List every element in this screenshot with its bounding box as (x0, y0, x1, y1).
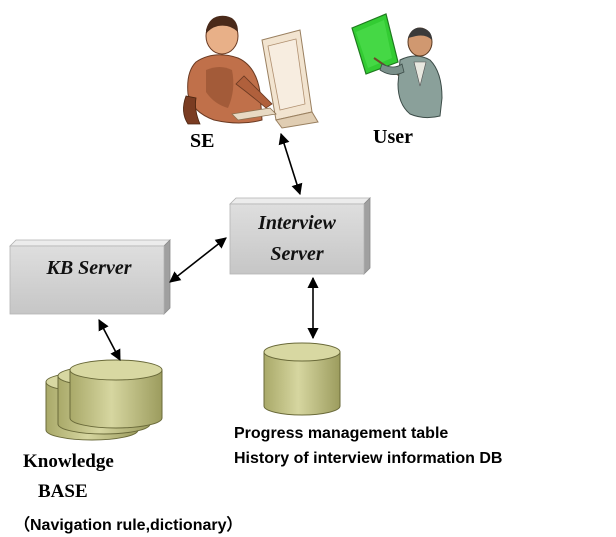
interview-db-label-line2: History of interview information DB (234, 450, 503, 467)
kb-server-label: KB Server (46, 257, 132, 279)
se-person-at-computer-icon (183, 15, 319, 129)
interview-server-label-line2: Server (270, 243, 324, 265)
arrow-kb-interview (169, 237, 227, 283)
arrow-se-interview (278, 132, 303, 196)
knowledge-base-label-line3: （Navigation rule,dictionary） (14, 517, 243, 534)
se-label: SE (190, 130, 215, 152)
knowledge-base-cylinders (45, 359, 163, 441)
arrow-kbserver-kb (98, 319, 121, 361)
knowledge-base-label-line1: Knowledge (23, 451, 114, 472)
interview-db-cylinder (263, 342, 341, 416)
user-presenter-icon (351, 13, 443, 119)
interview-db-label-line1: Progress management table (234, 425, 449, 442)
interview-server-label-line1: Interview (258, 212, 336, 234)
interview-server-box (229, 197, 371, 275)
user-label: User (373, 126, 413, 148)
knowledge-base-label-line2: BASE (38, 481, 88, 502)
